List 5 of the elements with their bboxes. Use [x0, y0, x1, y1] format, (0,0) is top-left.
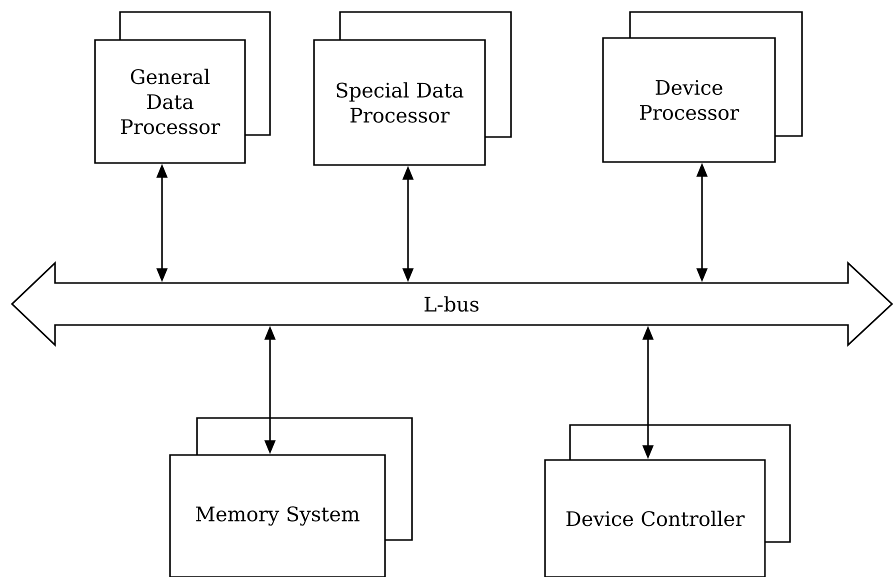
stacked-box: Memory System [169, 417, 413, 577]
stacked-box: Device Controller [544, 424, 791, 577]
stacked-box: Device Processor [602, 11, 803, 163]
stacked-box: General Data Processor [94, 11, 271, 164]
stacked-box: Special Data Processor [313, 11, 512, 166]
